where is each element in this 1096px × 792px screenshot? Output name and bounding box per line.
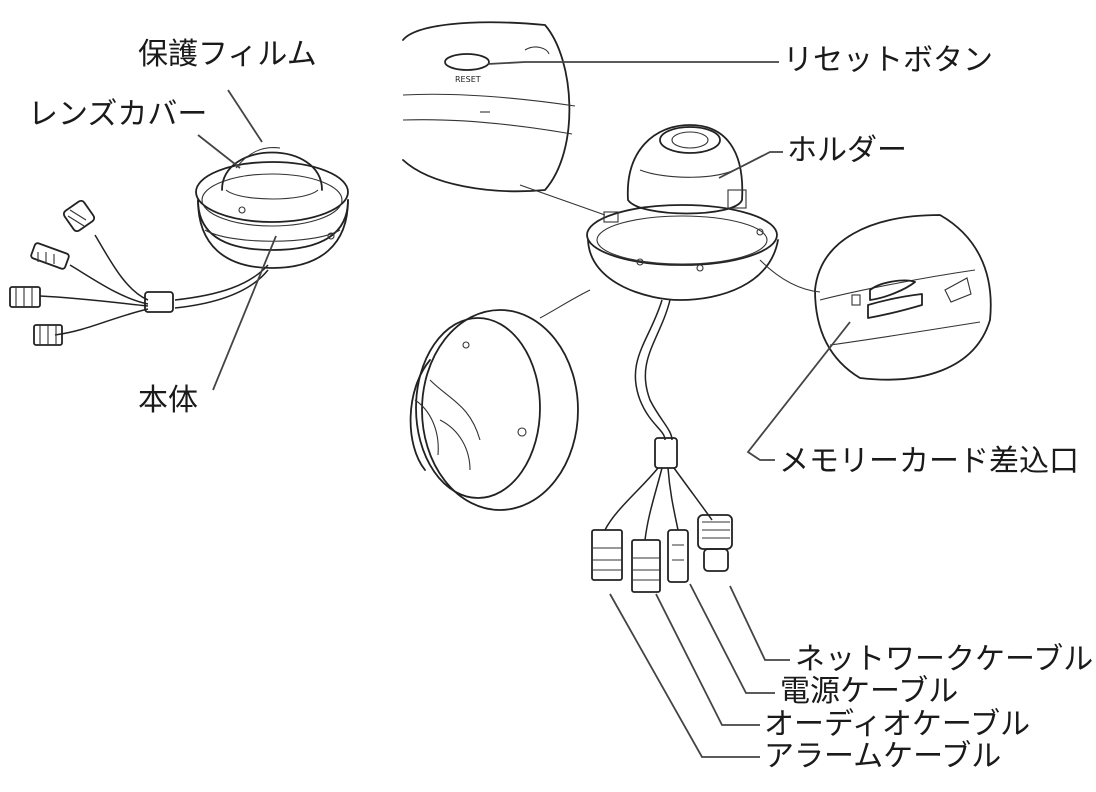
- memory-inset-pointer: [759, 259, 821, 293]
- memory-card-inset: [814, 214, 992, 381]
- reset-button-inset: RESET: [402, 21, 576, 193]
- cable-bundle-left: [39, 234, 269, 336]
- leader-reset-button: [487, 61, 779, 65]
- label-protective-film: 保護フィルム: [138, 37, 317, 72]
- detached-dome-cover: [409, 309, 579, 511]
- label-body: 本体: [138, 383, 198, 418]
- label-lens-cover: レンズカバー: [28, 97, 208, 132]
- reset-inset-pointer: [519, 184, 606, 216]
- assembled-camera: [195, 146, 349, 269]
- label-holder: ホルダー: [787, 133, 907, 168]
- left-connectors: [9, 199, 96, 346]
- leader-body: [212, 235, 277, 391]
- leader-network-cable: [729, 585, 790, 661]
- leader-alarm-cable: [609, 593, 760, 758]
- label-network-cable: ネットワークケーブル: [795, 642, 1094, 677]
- label-alarm-cable: アラームケーブル: [764, 739, 1002, 774]
- leader-protective-film: [227, 89, 263, 143]
- label-reset-button: リセットボタン: [783, 43, 993, 78]
- label-memory-card-slot: メモリーカード差込口: [779, 444, 1079, 479]
- center-cable: [539, 289, 713, 541]
- leader-audio-cable: [655, 593, 760, 726]
- reset-engraving: RESET: [455, 75, 481, 84]
- leader-power-cable: [689, 583, 775, 694]
- label-audio-cable: オーディオケーブル: [764, 707, 1031, 742]
- leader-lines: [197, 61, 851, 758]
- label-power-cable: 電源ケーブル: [780, 674, 959, 709]
- leader-holder: [718, 151, 783, 179]
- leader-lens-cover: [197, 134, 241, 169]
- center-connectors: [591, 514, 733, 593]
- leader-memory-card-slot: [746, 321, 851, 461]
- holder-assembly: [586, 124, 779, 301]
